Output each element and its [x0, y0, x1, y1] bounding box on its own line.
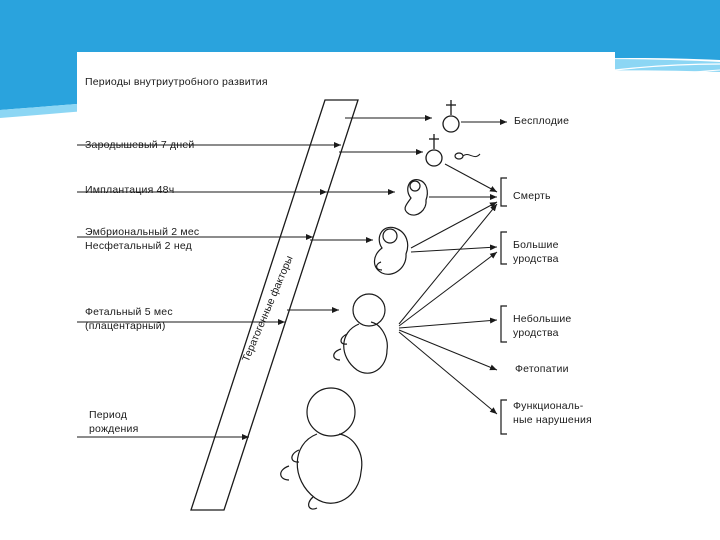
outcome-functional-line2: ные нарушения: [513, 414, 592, 427]
outcome-functional-line1: Функциональ-: [513, 400, 583, 413]
bracket-death: [501, 178, 507, 206]
outcome-minor-line2: уродства: [513, 327, 559, 340]
outcome-infertility: Бесплодие: [514, 115, 569, 128]
fetus-large-icon: [281, 388, 362, 509]
period-nonfetal: Несфетальный 2 нед: [85, 240, 192, 253]
period-placental: (плацентарный): [85, 320, 166, 333]
period-implant: Имплантация 48ч: [85, 184, 174, 197]
period-zygote: Зародышевый 7 дней: [85, 139, 194, 152]
bracket-functional: [501, 400, 507, 434]
arrow-s5-death: [399, 204, 497, 324]
arrow-s5-minor: [399, 320, 497, 328]
period-fetal: Фетальный 5 мес: [85, 306, 173, 319]
teratogen-figure: Периоды внутриутробного развития Зародыш…: [77, 52, 615, 522]
outcome-fetopathy: Фетопатии: [515, 363, 569, 376]
embryo-small-icon: [405, 180, 427, 215]
period-embryonic: Эмбриональный 2 мес: [85, 226, 199, 239]
header-wave-line-2: [615, 70, 720, 80]
outcome-minor-line1: Небольшие: [513, 313, 571, 326]
bracket-minor: [501, 306, 507, 342]
figure-title: Периоды внутриутробного развития: [85, 76, 268, 89]
period-birth-line2: рождения: [89, 423, 139, 436]
dagger-circle-icon: [443, 100, 459, 132]
arrow-s2-death: [445, 164, 497, 192]
period-birth-line1: Период: [89, 409, 127, 422]
arrow-s4-major: [411, 247, 497, 252]
arrow-s5-major: [399, 252, 497, 326]
outcome-major-line1: Большие: [513, 239, 559, 252]
outcome-death: Смерть: [513, 190, 551, 203]
outcome-major-line2: уродства: [513, 253, 559, 266]
dagger-circle-sperm-icon: [426, 134, 480, 166]
arrow-s5-functional: [399, 332, 497, 414]
arrow-s5-fetopathy: [399, 330, 497, 370]
fetus-icon: [334, 294, 388, 373]
bracket-major: [501, 232, 507, 264]
embryo-medium-icon: [374, 227, 407, 274]
